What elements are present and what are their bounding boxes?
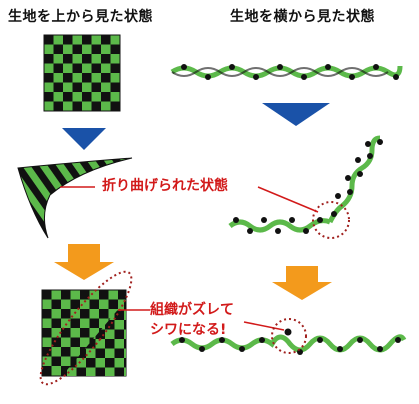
callout-wrinkle-line1: 組織がズレて [150,302,234,318]
callout-line-bend [257,186,319,213]
callout-wrinkle-line2: シワになる! [150,322,227,338]
bend-highlight-circle [312,201,350,239]
blue-arrow-left [62,128,106,150]
folded-fabric [17,157,133,239]
weave-side-flat [170,64,403,80]
checkerboard-top-view [43,34,121,112]
wrinkle-highlight-circle [271,318,307,354]
orange-arrow-left [54,244,114,280]
blue-arrow-right [262,103,330,126]
heading-side-view: 生地を横から見た状態 [230,9,375,25]
weave-side-bent [228,135,383,234]
heading-top-view: 生地を上から見た状態 [8,9,153,25]
wrinkle-highlight-ellipse [39,270,133,386]
orange-arrow-right [272,266,332,300]
checkerboard-shifted [41,289,127,377]
callout-line-wrinkle [243,321,285,331]
callout-folded: 折り曲げられた状態 [102,178,228,194]
